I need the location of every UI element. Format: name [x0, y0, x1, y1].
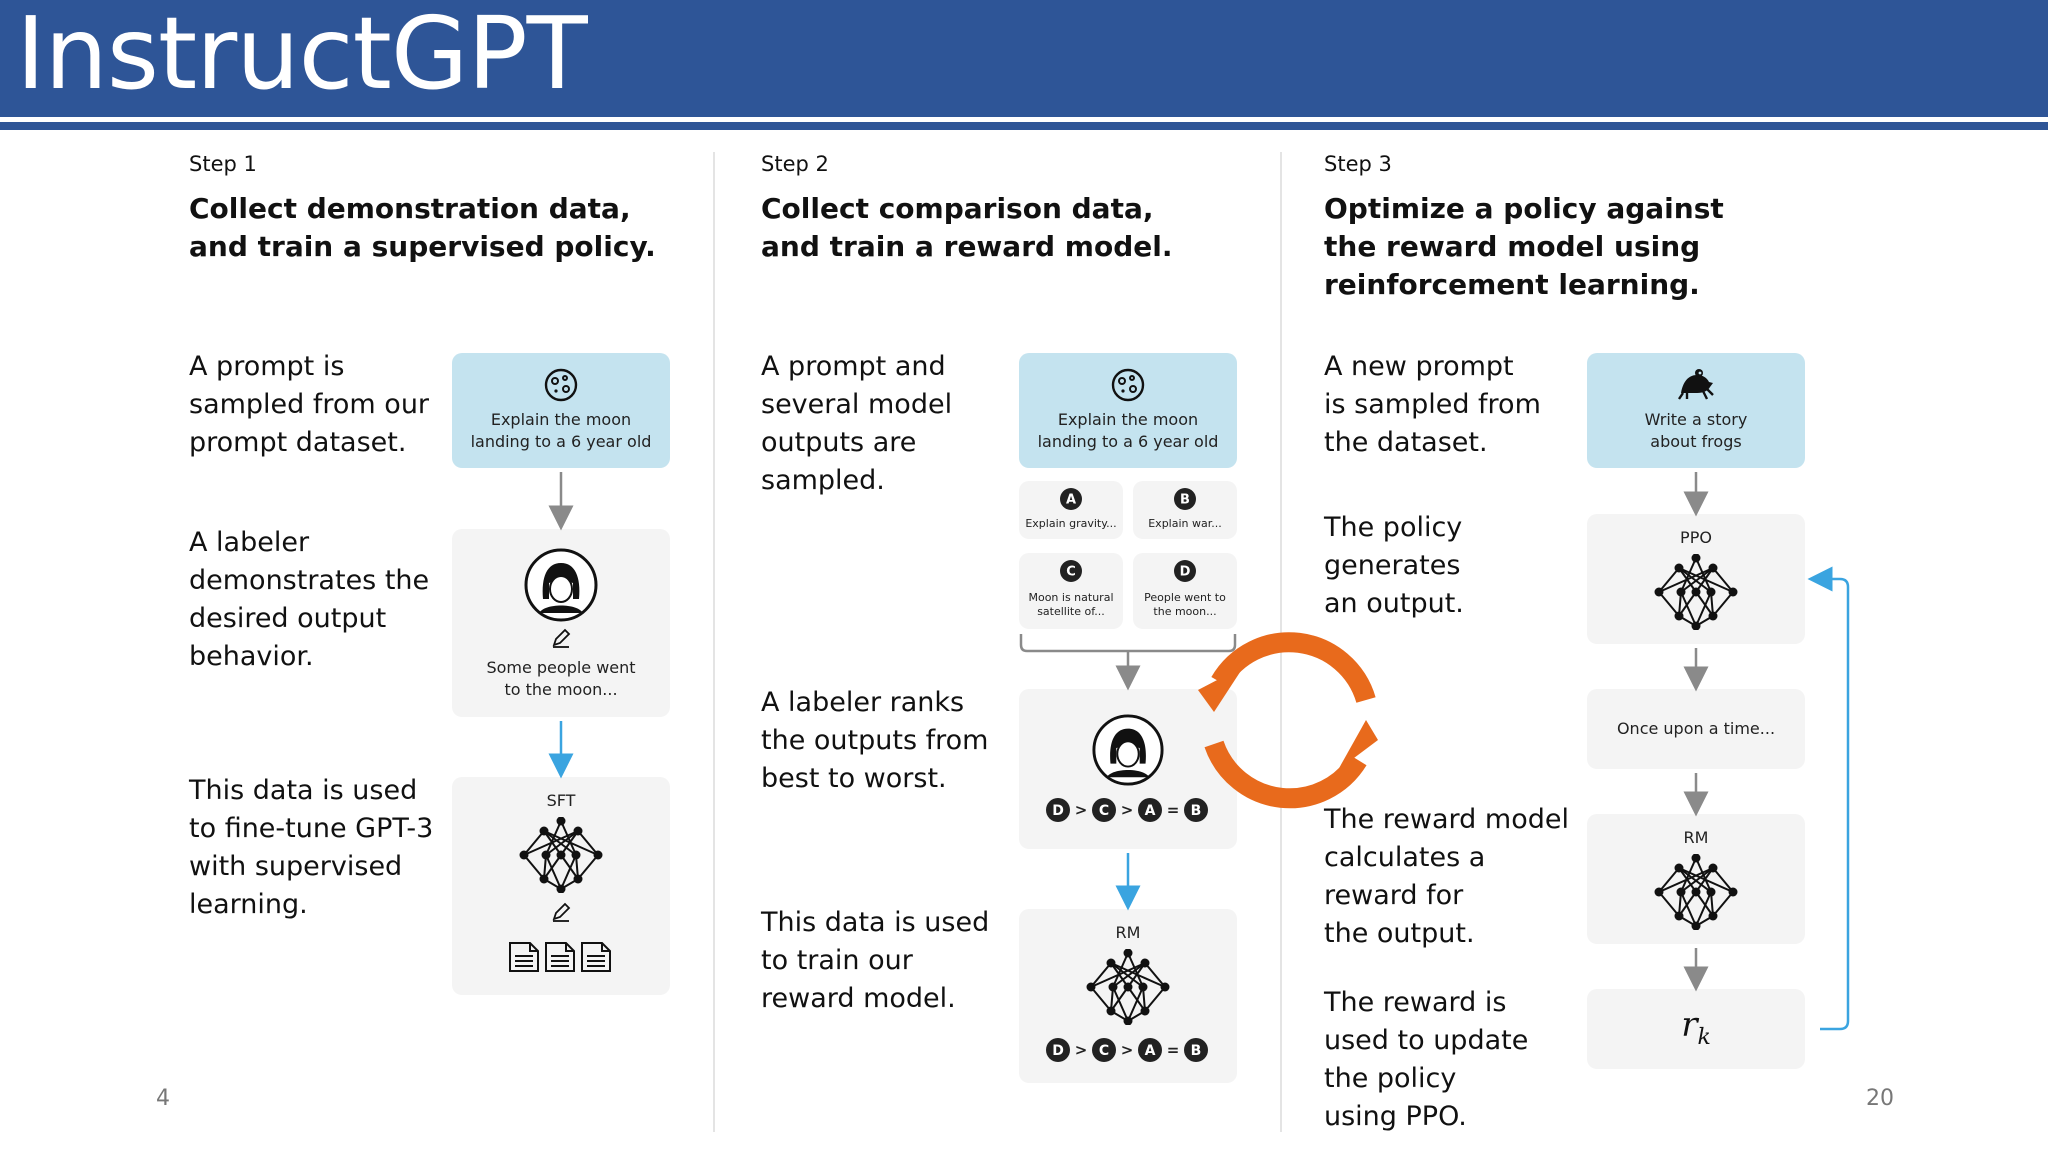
neural-network-icon	[519, 817, 603, 893]
neural-network-icon	[1654, 554, 1738, 630]
rank-letter: A	[1145, 1043, 1156, 1059]
step2-label: Step 2	[761, 152, 829, 176]
rank-operator: >	[1075, 801, 1088, 819]
rank-letter-badge	[1184, 798, 1208, 822]
moon-icon	[1111, 368, 1145, 402]
rank-letter: C	[1099, 803, 1109, 819]
column-divider	[713, 152, 715, 1132]
step1-demonstration-box: Some people went to the moon...	[452, 529, 670, 717]
ppo-label: PPO	[1680, 528, 1712, 547]
rank-operator: >	[1075, 1041, 1088, 1059]
labeler-avatar-icon	[524, 548, 598, 622]
step1-sft-box: SFT	[452, 777, 670, 995]
step1-prompt-box: Explain the moon landing to a 6 year old	[452, 353, 670, 468]
rank-operator: =	[1167, 1041, 1180, 1059]
page-number-right: 20	[1866, 1086, 1894, 1111]
title-bar: InstructGPT	[0, 0, 2048, 117]
step3-label: Step 3	[1324, 152, 1392, 176]
output-letter: D	[1180, 565, 1191, 580]
step2-ranking-box: D > C > A = B	[1019, 689, 1237, 849]
neural-network-icon	[1086, 949, 1170, 1025]
step3-ppo-box: PPO	[1587, 514, 1805, 644]
step1-heading: Collect demonstration data, and train a …	[189, 192, 656, 263]
page-number-left: 4	[156, 1086, 170, 1111]
rank-letter-badge	[1046, 1038, 1070, 1062]
rank-letter: C	[1099, 1043, 1109, 1059]
step3-rm-box: RM	[1587, 814, 1805, 944]
output-card-c: C Moon is natural satellite of...	[1019, 553, 1123, 629]
labeler-avatar-icon	[1092, 714, 1164, 786]
title-underline	[0, 122, 2048, 130]
bracket	[1019, 634, 1237, 653]
rank-letter: D	[1052, 803, 1064, 819]
output-letter: A	[1066, 493, 1076, 508]
output-card-a: A Explain gravity...	[1019, 481, 1123, 539]
documents-icon	[509, 942, 611, 972]
pencil-icon	[552, 902, 571, 922]
pencil-icon	[552, 628, 571, 648]
rank-letter-badge	[1092, 798, 1116, 822]
reward-symbol: rk	[1681, 1005, 1711, 1050]
step3-reward-box: rk	[1587, 989, 1805, 1069]
rank-operator: >	[1121, 1041, 1134, 1059]
rank-letter-badge	[1184, 1038, 1208, 1062]
rank-letter-badge	[1138, 1038, 1162, 1062]
cycle-arrows-icon	[1198, 632, 1378, 809]
ranking-row: D > C > A = B	[1046, 1038, 1208, 1062]
output-letter: C	[1066, 565, 1076, 580]
rm-label: RM	[1115, 923, 1141, 942]
rank-letter-badge	[1138, 798, 1162, 822]
step1-label: Step 1	[189, 152, 257, 176]
policy-output-text: Once upon a time...	[1616, 719, 1776, 738]
output-card-b: B Explain war...	[1133, 481, 1237, 539]
step2-prompt-box: Explain the moon landing to a 6 year old	[1019, 353, 1237, 468]
neural-network-icon	[1654, 854, 1738, 930]
feedback-arrow	[1807, 566, 1850, 1031]
rank-letter: D	[1052, 1043, 1064, 1059]
frog-icon	[1678, 369, 1714, 400]
step2-heading: Collect comparison data,and train a rewa…	[761, 192, 1173, 263]
ranking-row: D > C > A = B	[1046, 798, 1208, 822]
rank-operator: >	[1121, 801, 1134, 819]
step3-prompt-box: Write a story about frogs	[1587, 353, 1805, 468]
rank-operator: =	[1167, 801, 1180, 819]
sft-label: SFT	[546, 791, 576, 810]
slide-title: InstructGPT	[16, 0, 588, 112]
rank-letter: B	[1191, 803, 1202, 819]
rank-letter: A	[1145, 803, 1156, 819]
output-card-d: D People went to the moon...	[1133, 553, 1237, 629]
step2-rm-box: RM D > C > A = B	[1019, 909, 1237, 1083]
output-letter: B	[1180, 493, 1190, 508]
rank-letter: B	[1191, 1043, 1202, 1059]
moon-icon	[544, 368, 578, 402]
step3-output-box: Once upon a time...	[1587, 689, 1805, 769]
rank-letter-badge	[1092, 1038, 1116, 1062]
rank-letter-badge	[1046, 798, 1070, 822]
rm-label: RM	[1683, 828, 1709, 847]
